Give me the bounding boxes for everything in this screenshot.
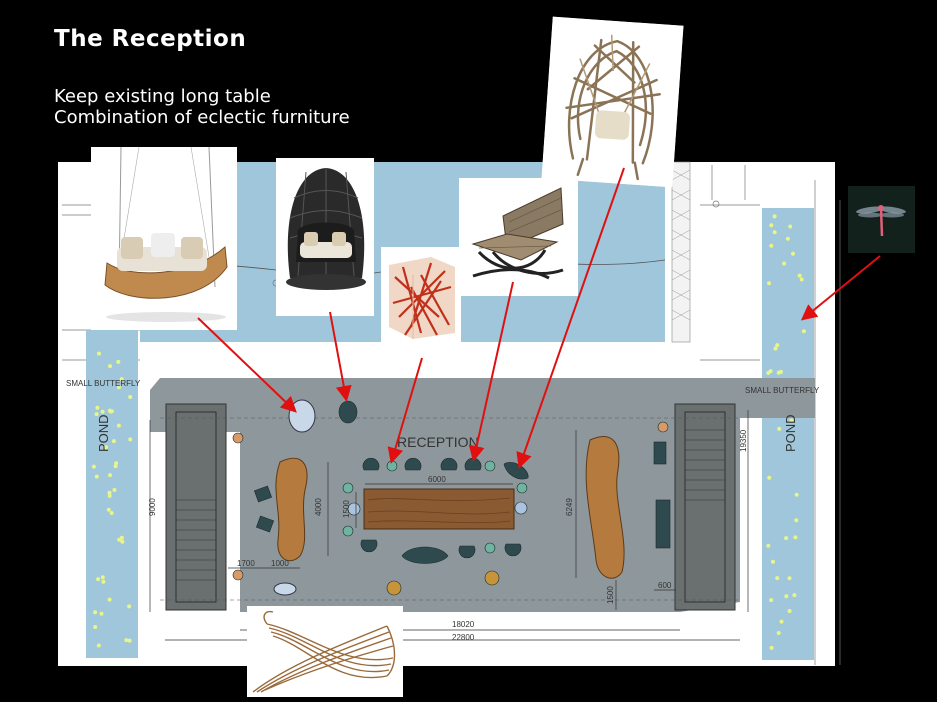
- dim-bottom-a: 1700: [237, 559, 255, 568]
- firefly-dot: [109, 511, 114, 515]
- firefly-dot: [111, 439, 116, 444]
- firefly-dot: [93, 625, 98, 629]
- dim-table-length: 6000: [428, 475, 446, 484]
- wood-lounge-chair-photo: [459, 178, 578, 296]
- firefly-dot: [784, 594, 789, 599]
- firefly-dot: [801, 329, 806, 334]
- firefly-dot: [797, 273, 802, 278]
- firefly-dot: [97, 351, 101, 356]
- dim-small-right: 600: [658, 581, 672, 590]
- hanging-swing-sofa-photo: [91, 147, 237, 330]
- firefly-dot: [794, 492, 799, 497]
- firefly-dot: [120, 539, 125, 544]
- slide-title: The Reception: [54, 26, 247, 52]
- butterfly-label-left: SMALL BUTTERFLY: [66, 379, 141, 388]
- firefly-dot: [127, 638, 132, 643]
- dim-table-width: 1500: [342, 500, 351, 518]
- firefly-dot: [768, 369, 773, 374]
- firefly-dot: [787, 576, 792, 581]
- dim-bottom-right: 1500: [606, 586, 615, 604]
- dim-left-stair: 9000: [148, 498, 157, 516]
- firefly-dot: [107, 597, 112, 602]
- firefly-dot: [784, 536, 789, 541]
- firefly-dot: [96, 577, 101, 582]
- red-resin-cube-stool-photo: [381, 247, 461, 342]
- driftwood-nest-chair-photo: [541, 16, 684, 188]
- firefly-dot: [799, 277, 804, 282]
- firefly-dot: [106, 507, 111, 512]
- dim-inner-width: 18020: [452, 620, 475, 629]
- firefly-dot: [769, 223, 774, 228]
- firefly-dot: [101, 579, 106, 584]
- firefly-dot: [782, 261, 787, 266]
- firefly-dot: [116, 385, 121, 390]
- firefly-dot: [775, 343, 780, 348]
- reception-label: RECEPTION: [397, 434, 479, 450]
- firefly-dot: [96, 643, 101, 648]
- firefly-dot: [772, 214, 777, 219]
- firefly-dot: [94, 474, 99, 479]
- dim-bottom-b: 1000: [271, 559, 289, 568]
- firefly-dot: [769, 243, 774, 248]
- dragonfly-photo: [848, 186, 915, 253]
- subtitle-line-1: Keep existing long table: [54, 86, 271, 107]
- firefly-dot: [767, 475, 772, 480]
- firefly-dot: [788, 224, 793, 229]
- firefly-dot: [772, 230, 777, 235]
- firefly-dot: [776, 631, 781, 635]
- firefly-dot: [794, 518, 799, 523]
- firefly-dot: [124, 638, 129, 643]
- firefly-dot: [769, 645, 774, 650]
- firefly-dot: [769, 598, 774, 603]
- firefly-dot: [777, 426, 782, 431]
- firefly-dot: [789, 418, 794, 423]
- firefly-dot: [773, 346, 778, 351]
- butterfly-label-right: SMALL BUTTERFLY: [745, 386, 820, 395]
- firefly-dot: [771, 559, 775, 564]
- firefly-dot: [127, 604, 132, 609]
- firefly-dot: [108, 473, 112, 478]
- firefly-dot: [128, 395, 133, 399]
- firefly-dot: [766, 543, 771, 548]
- firefly-dot: [775, 576, 780, 581]
- firefly-dot: [91, 464, 96, 469]
- firefly-dot: [793, 535, 798, 540]
- firefly-dot: [107, 490, 112, 495]
- firefly-dot: [108, 409, 113, 414]
- firefly-dot: [785, 236, 790, 241]
- firefly-dot: [112, 488, 117, 492]
- firefly-dot: [119, 535, 124, 540]
- subtitle-line-2: Combination of eclectic furniture: [54, 107, 350, 128]
- dim-right-seating: 6249: [565, 498, 574, 516]
- firefly-dot: [99, 611, 104, 616]
- firefly-dot: [767, 281, 771, 286]
- firefly-dot: [94, 412, 99, 417]
- firefly-dot: [107, 494, 112, 498]
- dim-right-side: 19350: [739, 429, 748, 452]
- woven-cocoon-daybed-photo: [276, 158, 374, 316]
- dim-total-width: 22800: [452, 633, 475, 642]
- firefly-dot: [100, 575, 105, 580]
- pond-label-right: POND: [783, 414, 798, 452]
- firefly-dot: [119, 377, 124, 382]
- firefly-dot: [104, 445, 109, 450]
- firefly-dot: [108, 364, 112, 369]
- firefly-dot: [776, 370, 781, 375]
- dim-left-seating: 4000: [314, 498, 323, 516]
- firefly-dot: [116, 359, 121, 364]
- firefly-dot: [116, 423, 121, 428]
- firefly-dot: [792, 593, 797, 598]
- firefly-dot: [128, 437, 133, 442]
- firefly-dot: [100, 409, 105, 414]
- firefly-dot: [114, 461, 119, 466]
- firefly-dot: [791, 251, 795, 256]
- pond-label-left: POND: [96, 414, 111, 452]
- bentwood-lounger-photo: [247, 606, 403, 697]
- firefly-dot: [95, 405, 100, 410]
- firefly-dot: [787, 609, 792, 613]
- firefly-dot: [93, 610, 98, 615]
- firefly-dot: [779, 619, 784, 624]
